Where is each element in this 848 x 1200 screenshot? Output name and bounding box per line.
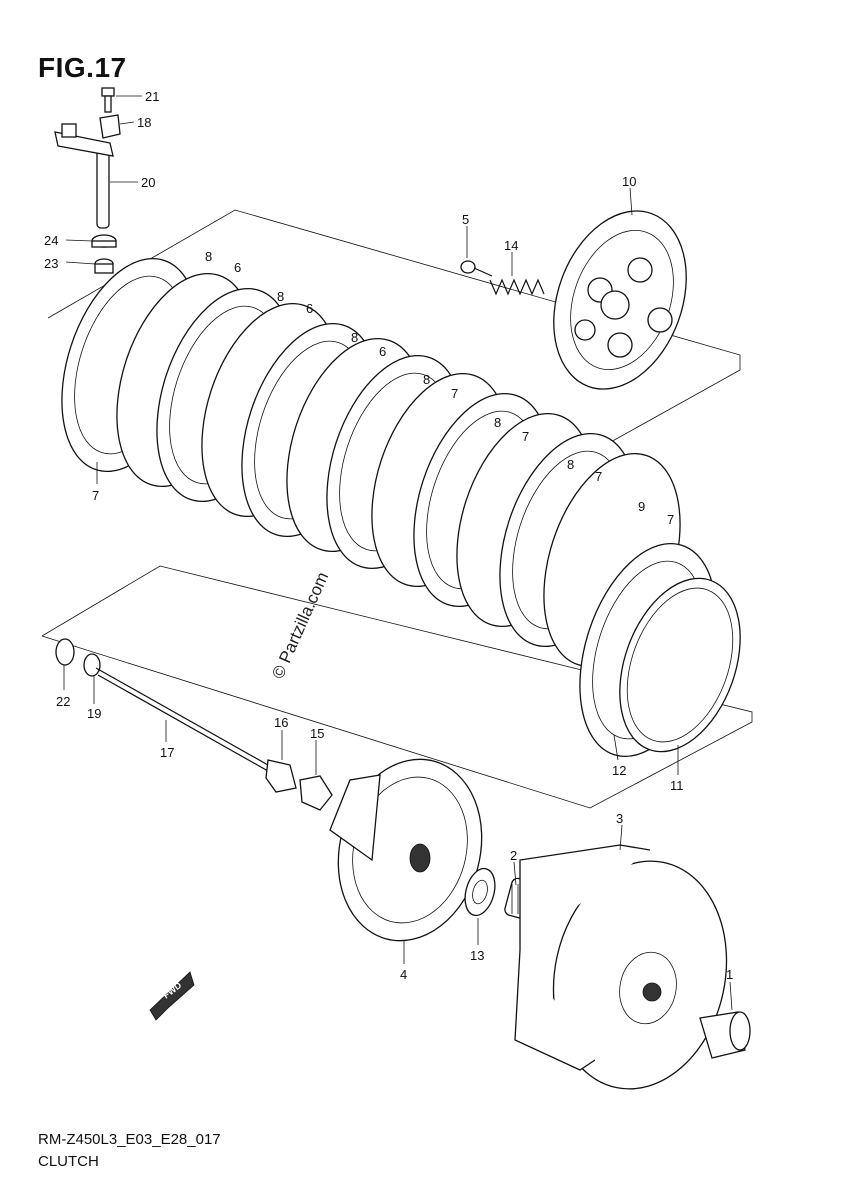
callout-21: 21 — [145, 89, 159, 104]
spring-and-bolt — [460, 260, 545, 296]
callout-18: 18 — [137, 115, 151, 130]
callout-6-b: 6 — [306, 301, 313, 316]
figure-title: FIG.17 — [38, 52, 127, 83]
callout-4: 4 — [400, 967, 407, 982]
clutch-plate-stack — [61, 257, 717, 758]
callout-7-d: 7 — [667, 512, 674, 527]
callout-9: 9 — [638, 499, 645, 514]
callout-11: 11 — [670, 778, 684, 793]
callout-8-b: 8 — [277, 289, 284, 304]
callout-labels: 21 18 20 24 23 10 5 14 8 6 8 6 8 6 8 7 8… — [44, 89, 733, 982]
callout-2: 2 — [510, 848, 517, 863]
upper-frame — [47, 209, 741, 449]
callout-17: 17 — [160, 745, 174, 760]
forward-direction-arrow: FWD — [149, 971, 195, 1021]
watermark-text: © Partzilla.com — [268, 569, 332, 681]
model-code: RM-Z450L3_E03_E28_017 — [38, 1131, 221, 1148]
callout-6-a: 6 — [234, 260, 241, 275]
callout-19: 19 — [87, 706, 101, 721]
callout-7-c: 7 — [595, 469, 602, 484]
lower-frame — [41, 565, 753, 809]
callout-6-c: 6 — [379, 344, 386, 359]
callout-20: 20 — [141, 175, 155, 190]
leader-lines — [63, 95, 733, 1011]
callout-5: 5 — [462, 212, 469, 227]
callout-8-c: 8 — [351, 330, 358, 345]
callout-24: 24 — [44, 233, 58, 248]
callout-16: 16 — [274, 715, 288, 730]
section-name: CLUTCH — [38, 1153, 99, 1170]
callout-3: 3 — [616, 811, 623, 826]
callout-1: 1 — [726, 967, 733, 982]
callout-7-a: 7 — [451, 386, 458, 401]
clutch-housing — [514, 844, 751, 1090]
callout-22: 22 — [56, 694, 70, 709]
clutch-sleeve-hub — [329, 758, 483, 942]
callout-23: 23 — [44, 256, 58, 271]
callout-7-e: 7 — [92, 488, 99, 503]
callout-13: 13 — [470, 948, 484, 963]
callout-7-b: 7 — [522, 429, 529, 444]
callout-8-a: 8 — [205, 249, 212, 264]
release-shaft-assembly — [54, 87, 121, 274]
spring-washer-rings — [619, 577, 741, 753]
callout-8-e: 8 — [494, 415, 501, 430]
callout-12: 12 — [612, 763, 626, 778]
callout-14: 14 — [504, 238, 518, 253]
pressure-plate — [553, 210, 687, 390]
callout-15: 15 — [310, 726, 324, 741]
callout-8-d: 8 — [423, 372, 430, 387]
callout-10: 10 — [622, 174, 636, 189]
push-rod-parts — [55, 638, 333, 811]
callout-8-f: 8 — [567, 457, 574, 472]
